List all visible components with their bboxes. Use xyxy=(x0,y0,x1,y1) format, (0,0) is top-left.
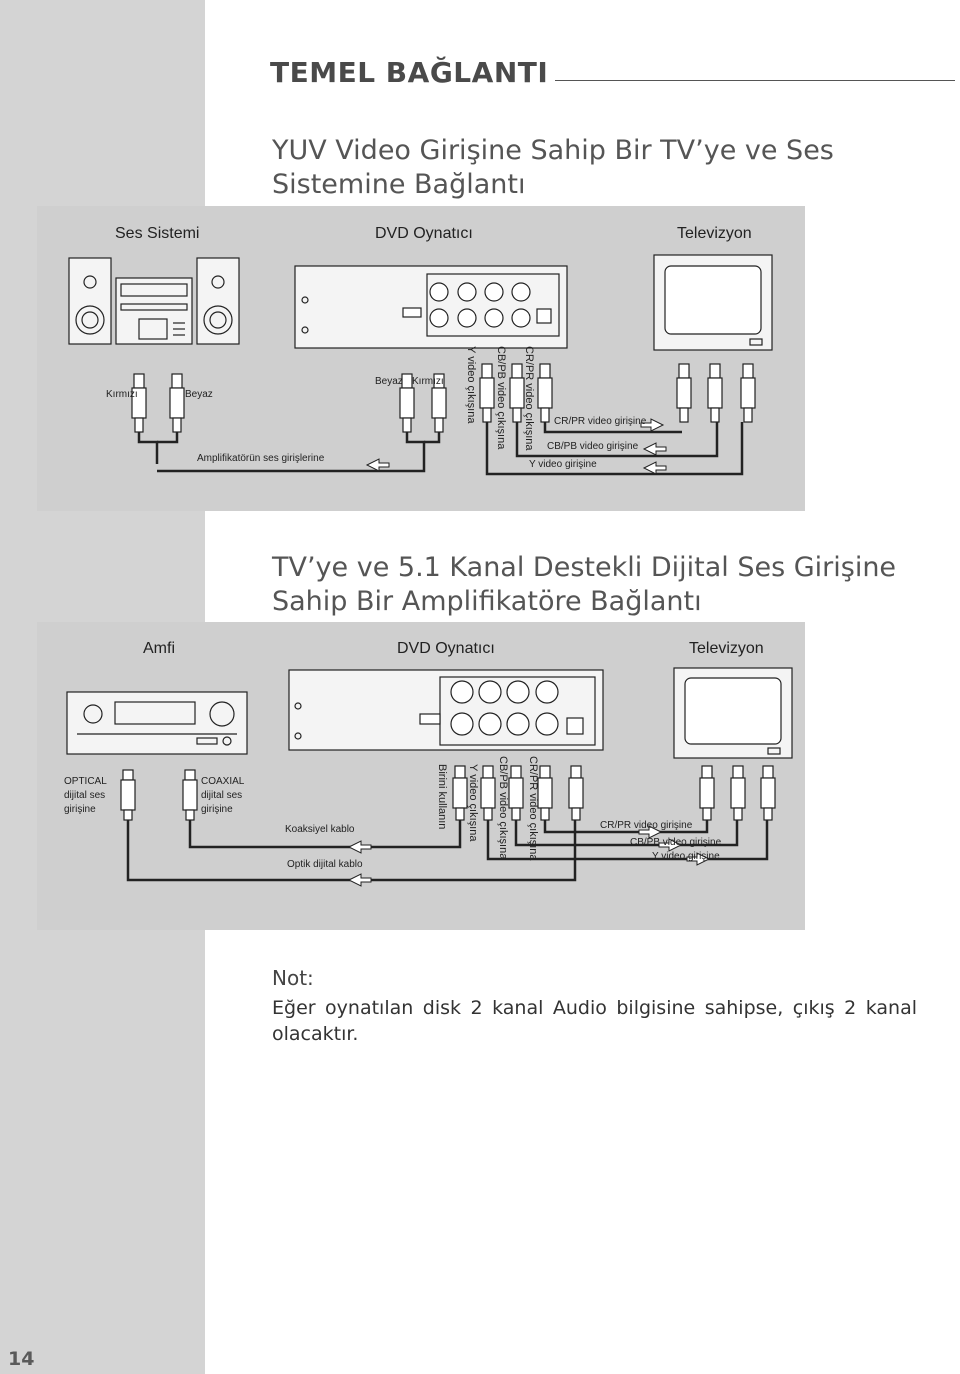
cable-cb xyxy=(514,820,739,847)
amplifier-icon xyxy=(66,691,248,755)
label-use-one: Birini kullanın xyxy=(436,764,448,830)
label-in-y: Y video girişine xyxy=(652,851,720,862)
rca-plug-left-white-icon xyxy=(169,373,185,433)
rca-plug-dvd-y-icon xyxy=(479,363,495,423)
dvd-player-back-panel-icon xyxy=(294,265,568,349)
cables xyxy=(137,422,744,476)
label-coax-cable: Koaksiyel kablo xyxy=(285,824,355,835)
label-optical-3: girişine xyxy=(64,804,96,815)
speaker-left-icon xyxy=(68,257,112,345)
label-in-cr: CR/PR video girişine xyxy=(600,820,693,831)
rca-plug-dvd-cb-icon xyxy=(509,363,525,423)
rca-plug-dvd-coaxial-icon xyxy=(452,765,468,821)
label-left-white: Beyaz xyxy=(185,389,213,400)
section-title: TEMEL BAĞLANTI xyxy=(270,56,549,89)
label-out-cr: CR/PR video çıkışına xyxy=(523,346,535,451)
rca-plug-tv-cr-icon xyxy=(760,765,776,821)
note-title: Not: xyxy=(272,966,314,990)
label-tv: Televizyon xyxy=(689,640,764,657)
label-dvd-player: DVD Oynatıcı xyxy=(397,640,495,657)
rca-plug-tv-y-icon xyxy=(676,363,692,423)
diagram2-drawing xyxy=(66,667,793,887)
diagram2-panel: Amfi DVD Oynatıcı Televizyon OPTICAL dij… xyxy=(37,622,805,930)
label-optical-cable: Optik dijital kablo xyxy=(287,859,363,870)
rca-plug-mid-white-icon xyxy=(399,373,415,433)
tv-icon xyxy=(673,667,793,759)
label-in-y: Y video girişine xyxy=(529,459,597,470)
direction-arrows-icon xyxy=(365,418,667,475)
label-dvd-player: DVD Oynatıcı xyxy=(375,225,473,242)
cable-cb xyxy=(515,422,719,458)
label-audio-system: Ses Sistemi xyxy=(115,225,200,242)
label-mid-red: Kırmızı xyxy=(412,376,444,387)
dvd-player-back-panel-icon xyxy=(288,669,604,751)
rca-plug-dvd-cr-icon xyxy=(537,363,553,423)
cable-y xyxy=(485,422,744,476)
label-optical-2: dijital ses xyxy=(64,790,106,801)
label-coaxial-1: COAXIAL xyxy=(201,776,245,787)
label-optical-1: OPTICAL xyxy=(64,776,107,787)
label-out-cb: CB/PB video çıkışına xyxy=(497,756,509,860)
label-amplifier: Amfi xyxy=(143,640,175,657)
diagram1-drawing xyxy=(68,254,773,476)
diagram1-title: YUV Video Girişine Sahip Bir TV’ye ve Se… xyxy=(272,135,834,200)
cable-cr xyxy=(543,422,682,434)
label-coaxial-3: girişine xyxy=(201,804,233,815)
direction-arrows-icon xyxy=(347,825,711,887)
optical-plug-dvd-icon xyxy=(568,765,584,821)
rca-plug-dvd-y-icon xyxy=(480,765,496,821)
label-out-y: Y video çıkışına xyxy=(465,346,477,424)
rca-plug-left-red-icon xyxy=(131,373,147,433)
cable-cr xyxy=(543,820,709,834)
cable-y xyxy=(486,820,769,861)
note-body: Eğer oynatılan disk 2 kanal Audio bilgis… xyxy=(272,997,917,1045)
label-in-cb: CB/PB video girişine xyxy=(547,441,639,452)
rca-plug-tv-cb-icon xyxy=(730,765,746,821)
rca-plug-dvd-cb-icon xyxy=(508,765,524,821)
label-out-y: Y video çıkışına xyxy=(467,764,479,842)
label-mid-white: Beyaz xyxy=(375,376,403,387)
cable-coaxial xyxy=(188,820,462,849)
rca-plug-dvd-cr-icon xyxy=(537,765,553,821)
label-out-cb: CB/PB video çıkışına xyxy=(495,346,507,450)
section-title-rule xyxy=(555,80,955,81)
tv-icon xyxy=(653,254,773,351)
audio-system-unit-icon xyxy=(115,277,193,345)
label-in-cr: CR/PR video girişine xyxy=(554,416,647,427)
diagram2-title: TV’ye ve 5.1 Kanal Destekli Dijital Ses … xyxy=(272,552,897,617)
rca-plug-tv-cr-icon xyxy=(740,363,756,423)
coaxial-plug-amp-icon xyxy=(182,769,198,821)
page-number: 14 xyxy=(8,1348,35,1370)
label-tv: Televizyon xyxy=(677,225,752,242)
rca-plug-mid-red-icon xyxy=(431,373,447,433)
label-out-cr: CR/PR video çıkışına xyxy=(527,756,539,861)
rca-plug-tv-y-icon xyxy=(699,765,715,821)
label-amp-inputs: Amplifikatörün ses girişlerine xyxy=(197,453,325,464)
rca-plug-tv-cb-icon xyxy=(707,363,723,423)
label-left-red: Kırmızı xyxy=(106,389,138,400)
label-coaxial-2: dijital ses xyxy=(201,790,243,801)
diagram1-panel: Ses Sistemi DVD Oynatıcı Televizyon Kırm… xyxy=(37,206,805,511)
label-in-cb: CB/PB video girişine xyxy=(630,837,722,848)
speaker-right-icon xyxy=(196,257,240,345)
optical-plug-amp-icon xyxy=(120,769,136,821)
